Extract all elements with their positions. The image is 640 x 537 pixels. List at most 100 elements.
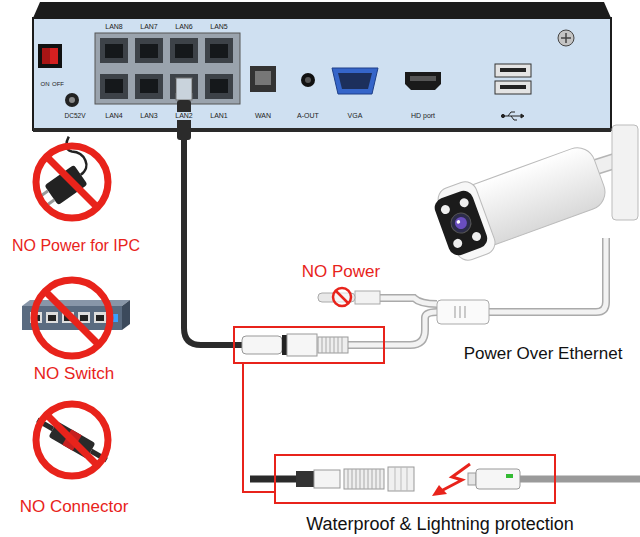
waterproof-connector-parts — [468, 473, 476, 485]
power-adapter-icon — [36, 146, 108, 218]
port-label: LAN2 — [174, 112, 194, 120]
camera-bracket — [612, 125, 638, 220]
vga-port — [332, 68, 378, 94]
switch-icon — [94, 312, 106, 323]
bullet-camera — [440, 204, 452, 216]
connector-icon — [36, 404, 108, 476]
part-label: Waterproof & Lightning protection — [306, 514, 574, 535]
dc-jack — [65, 93, 79, 107]
poe-connector — [322, 337, 342, 353]
dc-plug — [355, 291, 380, 304]
no-sign — [333, 288, 351, 306]
wan-port — [250, 66, 276, 92]
audio-jack — [301, 73, 315, 87]
power-adapter-icon — [44, 165, 87, 205]
switch-icon — [46, 312, 58, 323]
poe-connector — [287, 334, 317, 356]
bullet-camera — [432, 188, 490, 258]
poe-splitter — [380, 238, 606, 324]
lan-port-block — [170, 38, 198, 63]
usb-symbol — [508, 112, 515, 116]
lightning-arrow — [432, 464, 470, 496]
nvr-back-panel — [33, 2, 611, 132]
waterproof-connector-parts — [296, 467, 520, 491]
power-switch — [38, 44, 62, 68]
switch-label: ON — [41, 81, 50, 88]
poe-splitter — [489, 238, 606, 312]
part-label: Power Over Ethernet — [464, 344, 623, 364]
power-switch — [38, 44, 62, 68]
port-label: HD port — [411, 112, 435, 120]
lan-port-block — [105, 44, 123, 58]
usb-symbol — [521, 114, 524, 118]
switch-label: OFF — [52, 81, 64, 88]
usb-ports — [500, 68, 526, 72]
no-sign — [333, 288, 351, 306]
bullet-camera — [458, 197, 470, 209]
usb-symbol — [511, 116, 517, 120]
waterproof-connector-parts — [388, 467, 414, 491]
usb-symbol — [504, 116, 521, 117]
waterproof-connector-parts — [314, 470, 340, 488]
port-label: VGA — [348, 112, 363, 120]
poe-connector — [242, 336, 282, 354]
nvr-back-panel — [33, 128, 611, 132]
lan-port-block — [140, 79, 158, 93]
bullet-camera — [457, 143, 610, 251]
waterproof-connector-parts — [476, 469, 520, 489]
lan-port-block — [205, 74, 233, 99]
usb-ports — [500, 85, 526, 89]
nvr-back-panel — [33, 2, 611, 18]
poe-splitter — [380, 298, 437, 304]
poe-connector — [348, 312, 437, 345]
wan-port — [250, 66, 276, 92]
lan-port-block — [105, 79, 123, 93]
power-adapter-icon — [46, 156, 98, 208]
lan-port-block — [175, 44, 193, 58]
port-label: LAN6 — [175, 23, 193, 31]
lightning-arrow — [441, 464, 470, 491]
switch-icon — [48, 315, 56, 321]
usb-ports — [495, 64, 531, 94]
switch-icon — [96, 315, 104, 321]
lan-port-block — [205, 38, 233, 63]
network-cable — [184, 138, 244, 345]
warning-text: NO Power for IPC — [12, 237, 140, 255]
poe-splitter — [437, 300, 489, 324]
connector-icon — [46, 414, 98, 466]
port-label: WAN — [255, 112, 271, 120]
switch-icon — [45, 291, 99, 345]
audio-jack — [301, 73, 315, 87]
network-cable — [176, 78, 192, 100]
dc-jack — [69, 97, 75, 103]
usb-ports — [495, 64, 531, 77]
port-label: LAN1 — [210, 112, 228, 120]
power-switch — [42, 48, 58, 64]
bullet-camera — [429, 137, 612, 266]
switch-icon — [34, 280, 110, 356]
lan-port-block — [140, 44, 158, 58]
port-label: LAN4 — [105, 112, 123, 120]
poe-splitter — [489, 238, 606, 312]
no-sign — [336, 291, 348, 303]
lightning-arrow — [432, 485, 447, 496]
lan-port-block — [100, 38, 128, 63]
hdmi-port — [405, 72, 441, 90]
waterproof-connector-parts — [348, 469, 380, 489]
poe-connector — [242, 312, 437, 356]
poe-splitter — [455, 306, 465, 318]
port-label: A-OUT — [297, 112, 319, 120]
vga-port — [332, 68, 378, 94]
bullet-camera — [456, 220, 461, 225]
lan-port-block — [100, 74, 128, 99]
lan-port-block — [135, 38, 163, 63]
hdmi-port — [405, 72, 441, 90]
waterproof-connector — [520, 476, 640, 483]
leader-line — [243, 363, 275, 492]
wan-port — [255, 71, 271, 85]
lan-port-block — [135, 74, 163, 99]
usb-ports — [495, 81, 531, 94]
lan-port-block — [210, 79, 228, 93]
port-label: DC52V — [65, 112, 86, 119]
